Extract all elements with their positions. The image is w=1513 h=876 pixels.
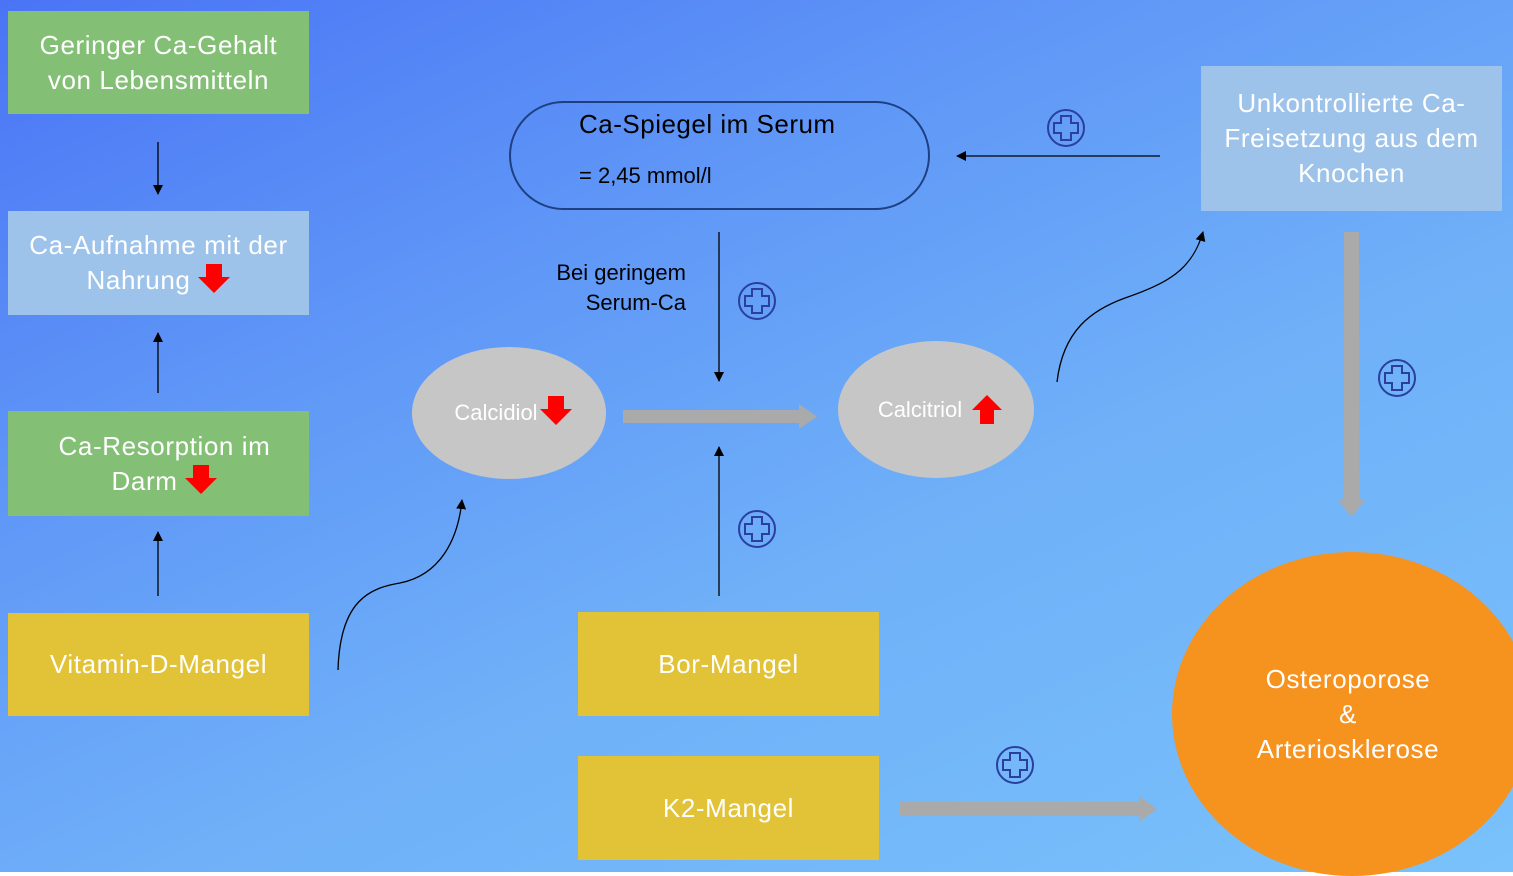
- box-ca-intake-label: Ca-Aufnahme mit der Nahrung: [29, 230, 288, 295]
- box-vitamin-d-label: Vitamin-D-Mangel: [49, 649, 268, 679]
- arrow-calcidiol-to-calcitriol: [623, 404, 817, 429]
- outcome-line3: Arteriosklerose: [1256, 733, 1440, 764]
- calcidiol-node: Calcidiol: [412, 347, 606, 479]
- box-ca-resorption-label: Ca-Resorption im Darm: [58, 430, 271, 496]
- serum-level-node: Ca-Spiegel im Serum = 2,45 mmol/l: [509, 101, 930, 210]
- low-serum-label-line1: Bei geringem: [556, 260, 686, 285]
- arrow-release-to-outcome: [1338, 232, 1365, 517]
- calcitriol-node: Calcitriol: [838, 341, 1034, 478]
- curve-vitd-to-calcidiol: [337, 499, 467, 671]
- box-low-ca-food: Geringer Ca-Gehalt von Lebensmitteln: [8, 11, 309, 114]
- outcome-line1: Osteroporose: [1265, 663, 1431, 694]
- low-serum-label: Bei geringem Serum-Ca: [500, 258, 686, 318]
- decrease-arrow-icon: [185, 464, 218, 494]
- box-ca-resorption: Ca-Resorption im Darm: [8, 411, 309, 516]
- box-k2-deficiency: K2-Mangel: [578, 756, 879, 860]
- calcitriol-label: Calcitriol: [877, 396, 963, 422]
- curve-calcitriol-to-release: [1056, 231, 1206, 383]
- box-ca-release-label: Unkontrollierte Ca-Freisetzung aus dem K…: [1224, 88, 1479, 188]
- plus-circle-icon: [996, 746, 1034, 784]
- box-ca-intake: Ca-Aufnahme mit der Nahrung: [8, 211, 309, 315]
- outcome-node: Osteroporose & Arteriosklerose: [1172, 552, 1513, 876]
- serum-title: Ca-Spiegel im Serum: [579, 109, 836, 139]
- serum-value: = 2,45 mmol/l: [579, 163, 712, 188]
- arrow-k2-to-outcome: [899, 796, 1157, 822]
- plus-circle-icon: [738, 282, 776, 320]
- calcidiol-label: Calcidiol: [454, 400, 538, 425]
- box-boron-deficiency: Bor-Mangel: [578, 612, 879, 716]
- plus-circle-icon: [738, 510, 776, 548]
- box-bor-label: Bor-Mangel: [658, 648, 799, 679]
- low-serum-label-line2: Serum-Ca: [585, 290, 686, 315]
- decrease-arrow-icon: [198, 264, 231, 294]
- plus-circle-icon: [1047, 109, 1085, 147]
- plus-circle-icon: [1378, 359, 1416, 397]
- increase-arrow-icon: [972, 395, 1003, 425]
- decrease-arrow-icon: [539, 396, 572, 426]
- box-k2-label: K2-Mangel: [662, 792, 795, 823]
- box-vitamin-d-deficiency: Vitamin-D-Mangel: [8, 613, 309, 716]
- box-ca-release: Unkontrollierte Ca-Freisetzung aus dem K…: [1201, 66, 1502, 211]
- outcome-line2: &: [1339, 698, 1357, 729]
- box-low-ca-food-label: Geringer Ca-Gehalt von Lebensmitteln: [39, 29, 278, 95]
